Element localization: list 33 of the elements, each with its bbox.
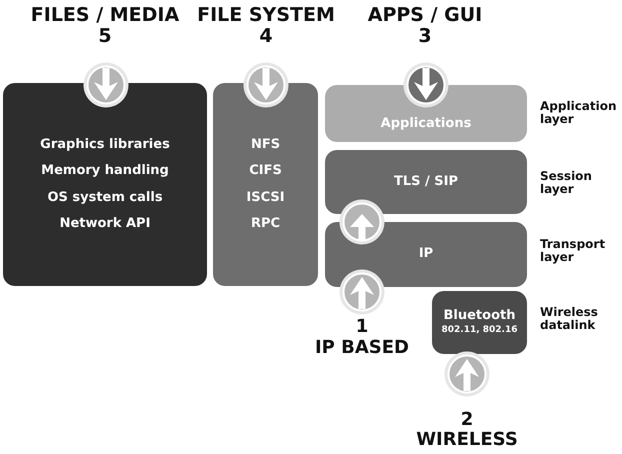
vector-number: 5 xyxy=(97,27,113,47)
node-text: IP xyxy=(418,247,434,262)
vector-number: 4 xyxy=(258,27,274,47)
node-text: RPC xyxy=(250,216,280,232)
vector-number: 1 xyxy=(354,318,370,337)
node-text: NFS xyxy=(250,138,280,152)
column-heading: FILES / MEDIA xyxy=(30,6,180,26)
vector-label: WIRELESS xyxy=(415,431,519,450)
layer-label: Transport layer xyxy=(540,238,606,264)
file-system-panel xyxy=(213,83,318,286)
datalink-box xyxy=(432,291,527,354)
layer-box xyxy=(325,85,527,142)
vector-label: IP BASED xyxy=(314,339,410,358)
node-text: Graphics libraries xyxy=(40,138,170,152)
layer-box xyxy=(325,222,527,287)
vector-number: 3 xyxy=(417,27,433,47)
layer-label: Session layer xyxy=(540,170,593,196)
column-heading: FILE SYSTEM xyxy=(196,6,336,26)
node-text: 802.11, 802.16 xyxy=(441,326,518,336)
column-heading: APPS / GUI xyxy=(366,6,484,26)
node-text: Memory handling xyxy=(41,164,169,178)
node-text: Applications xyxy=(380,117,472,132)
node-text: Bluetooth xyxy=(444,308,516,324)
node-text: Network API xyxy=(60,216,150,232)
layer-label: Application layer xyxy=(540,100,618,126)
node-text: OS system calls xyxy=(47,190,163,205)
layer-label: Wireless datalink xyxy=(540,306,599,332)
layer-box xyxy=(325,150,527,214)
vector-number: 2 xyxy=(460,411,474,430)
node-text: TLS / SIP xyxy=(394,174,458,190)
node-text: ISCSI xyxy=(246,190,285,205)
node-text: CIFS xyxy=(249,164,282,178)
library-panel xyxy=(3,83,207,286)
